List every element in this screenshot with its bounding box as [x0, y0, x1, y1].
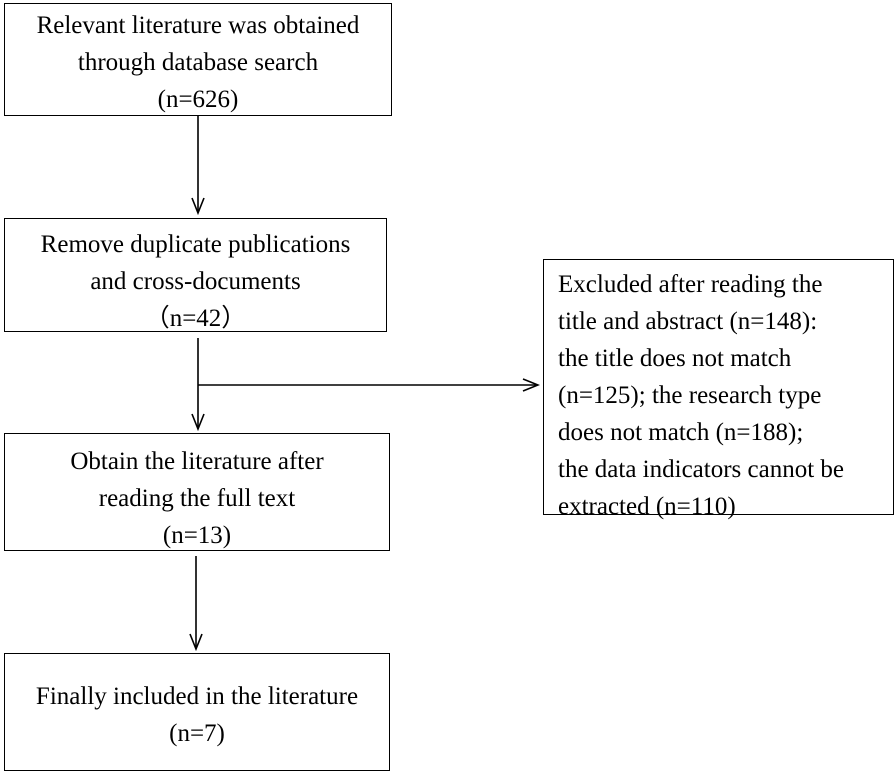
box-count: (n=626) — [157, 86, 239, 113]
box-text-line: title and abstract (n=148): — [558, 308, 818, 335]
box-count: (n=7) — [169, 720, 225, 747]
box-text-line: through database search — [77, 49, 319, 76]
box-text-line: Remove duplicate publications — [40, 231, 351, 258]
box-text-line: Obtain the literature after — [70, 448, 324, 475]
box-text-line: Finally included in the literature — [35, 683, 359, 710]
box-text-line: Relevant literature was obtained — [36, 12, 360, 39]
remove-duplicates-box: Remove duplicate publications and cross-… — [4, 218, 387, 332]
box-text-line: the title does not match — [558, 345, 792, 372]
box-count: (n=13) — [162, 522, 232, 549]
finally-included-box: Finally included in the literature (n=7) — [4, 653, 390, 771]
full-text-box: Obtain the literature after reading the … — [4, 433, 390, 551]
box-text-line: the data indicators cannot be — [558, 456, 844, 483]
box-text-line: does not match (n=188); — [558, 419, 804, 446]
box-text-line: Excluded after reading the — [558, 271, 823, 298]
box-count: （n=42） — [144, 305, 247, 332]
box-text-line: reading the full text — [98, 485, 296, 512]
box-text-line: extracted (n=110) — [558, 493, 736, 520]
box-text-line: (n=125); the research type — [558, 382, 822, 409]
box-text-line: and cross-documents — [90, 268, 301, 295]
excluded-box: Excluded after reading the title and abs… — [543, 259, 894, 520]
database-search-box: Relevant literature was obtained through… — [4, 3, 392, 116]
